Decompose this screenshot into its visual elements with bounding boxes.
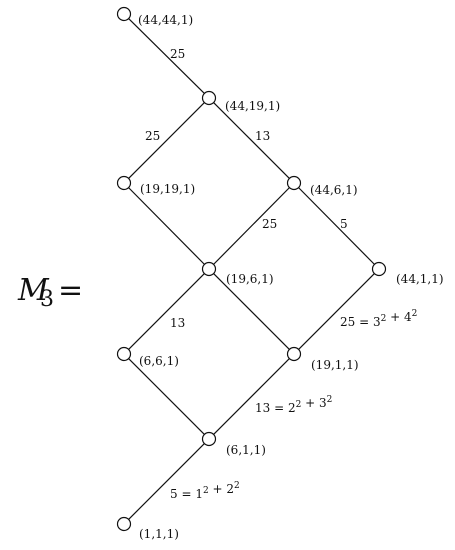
title-subscript: 3 <box>40 287 54 312</box>
node-label: (1,1,1) <box>139 527 179 541</box>
edge-weight-label: 13 = 22 + 32 <box>255 395 332 415</box>
edge-line <box>128 102 205 179</box>
lattice-node <box>116 6 132 22</box>
lattice-title: M 3 = <box>17 273 83 312</box>
edge-weight-label: 25 = 32 + 42 <box>340 309 417 329</box>
node-label: (44,44,1) <box>138 13 193 27</box>
lattice-node <box>371 261 387 277</box>
edge-line <box>298 273 375 350</box>
edge-weight-label: 5 = 12 + 22 <box>170 481 240 501</box>
node-label: (44,6,1) <box>310 183 358 197</box>
edges-layer: 25 25 13 25 5 13 25 = 32 + 42 13 = 22 + 32 5 = 1… <box>128 18 417 520</box>
node-label: (19,6,1) <box>226 272 274 286</box>
edge-line <box>128 273 205 350</box>
edge-line <box>128 358 205 435</box>
lattice-node <box>116 346 132 362</box>
edge-line <box>213 358 290 435</box>
edge-line <box>128 187 205 265</box>
edge-line <box>213 273 290 350</box>
node-label: (6,6,1) <box>139 354 179 368</box>
edge-weight-label: 13 <box>170 316 185 330</box>
node-label: (19,1,1) <box>311 358 359 372</box>
lattice-node <box>116 175 132 191</box>
node-label: (44,19,1) <box>225 99 280 113</box>
edge-weight-label: 5 <box>340 217 348 231</box>
lattice-node <box>286 175 302 191</box>
edge-line <box>213 187 290 265</box>
title-symbol: M <box>17 273 50 308</box>
lattice-node <box>286 346 302 362</box>
node-label: (19,19,1) <box>140 182 195 196</box>
edge-weight-label: 25 <box>170 47 185 61</box>
edge-line <box>213 102 290 179</box>
lattice-node <box>116 516 132 532</box>
node-label: (6,1,1) <box>226 443 266 457</box>
edge-line <box>128 443 205 520</box>
lattice-node <box>201 431 217 447</box>
edge-weight-label: 25 <box>145 129 160 143</box>
nodes-layer: (44,44,1) (44,19,1) (19,19,1) (44,6,1) (19,6… <box>116 6 444 541</box>
edge-line <box>298 187 375 265</box>
edge-weight-label: 13 <box>255 129 270 143</box>
node-label: (44,1,1) <box>396 272 444 286</box>
edge-line <box>128 18 205 94</box>
title-equals: = <box>58 273 83 308</box>
lattice-node <box>201 261 217 277</box>
lattice-node <box>201 90 217 106</box>
edge-weight-label: 25 <box>262 217 277 231</box>
